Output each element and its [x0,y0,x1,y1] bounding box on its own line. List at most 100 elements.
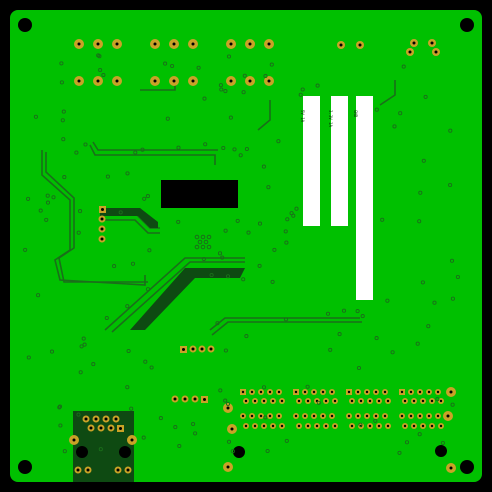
drill-hole [241,414,245,418]
via-icon [59,80,64,85]
via-icon [51,195,56,200]
via-icon [91,362,96,367]
drill-hole [203,398,206,401]
drill-hole [104,417,108,421]
drill-hole [321,390,325,394]
trace [89,144,216,165]
silk-label-gnd: GND [353,110,358,118]
via-icon [421,158,426,163]
via-icon [360,314,365,319]
via-icon [325,311,331,316]
drill-hole [383,390,387,394]
via-icon [196,65,201,70]
drill-hole [436,390,440,394]
drill-hole [386,424,390,428]
via-icon [355,309,360,314]
via-icon [60,118,65,123]
drill-hole [365,390,369,394]
mounting-hole-icon [233,446,245,458]
via-icon [241,277,246,282]
mounting-holes [18,18,474,474]
drill-hole [250,414,254,418]
drill-hole [427,414,431,418]
copper-pour-diagonal [130,268,245,330]
drill-hole [84,417,88,421]
drill-hole [409,390,413,394]
drill-hole [259,414,263,418]
drill-hole [244,424,248,428]
via-field [23,53,460,455]
via-icon [315,83,320,88]
drill-hole [130,438,134,442]
via-icon [170,63,175,69]
via-icon [82,342,87,347]
via-icon [112,264,117,269]
drill-hole [262,399,266,403]
via-icon [272,247,277,252]
via-icon [38,208,43,213]
via-icon [59,61,64,66]
via-icon [285,217,290,222]
drill-hole [350,399,354,403]
via-icon [220,255,225,260]
drill-hole [430,399,434,403]
drill-hole [109,426,113,430]
mounting-hole-icon [435,445,447,457]
via-icon [232,147,237,152]
drill-hole [303,390,307,394]
via-icon [45,193,50,198]
drill-hole [377,424,381,428]
via-icon [125,304,130,309]
drill-hole [374,390,378,394]
via-icon [193,431,198,436]
via-icon [97,54,102,59]
drill-hole [446,414,450,418]
drill-hole [400,414,404,418]
via-icon [58,423,63,428]
drill-hole [76,468,80,472]
via-icon [177,443,182,449]
trace [45,152,148,283]
via-icon [223,89,228,94]
via-icon [104,315,109,321]
via-icon [374,336,379,341]
drill-hole [267,79,271,83]
silk-label-5v: 5V 1A [300,110,305,123]
drill-hole [226,465,230,469]
drill-hole [100,237,104,241]
drill-hole [115,79,119,83]
via-icon [223,228,228,233]
via-icon [341,308,347,313]
drill-hole [400,390,404,394]
via-icon [374,107,379,112]
via-icon [246,230,251,235]
via-icon [74,150,79,155]
drill-hole [427,390,431,394]
via-icon [426,324,431,329]
via-icon [145,287,151,292]
via-icon [129,406,134,411]
via-icon [105,174,110,179]
via-icon [266,185,271,190]
drill-hole [294,390,298,394]
drill-hole [330,390,334,394]
via-icon [230,449,235,454]
drill-hole [374,414,378,418]
drill-hole [321,414,325,418]
drill-hole [356,390,360,394]
pad-column-left [98,206,106,243]
silk-label-3v3: 3.3V 1A [328,110,333,127]
via-icon [143,359,148,364]
via-icon [242,73,247,78]
drill-hole [77,42,81,46]
drill-hole [96,79,100,83]
via-icon [223,348,228,353]
via-icon [219,87,224,92]
drill-hole [259,390,263,394]
drill-hole [153,42,157,46]
trace [105,219,160,234]
via-icon [380,217,385,222]
via-icon [79,344,84,349]
via-icon [385,298,390,303]
via-icon [26,196,31,201]
